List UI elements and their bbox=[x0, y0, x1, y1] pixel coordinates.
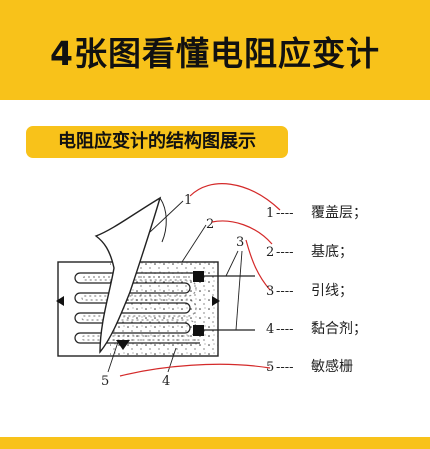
legend-label-5: 敏感栅 bbox=[311, 358, 353, 375]
section-badge: 电阻应变计的结构图展示 bbox=[26, 126, 288, 158]
legend-label-2: 基底； bbox=[311, 243, 353, 260]
legend-label-1: 覆盖层； bbox=[311, 205, 367, 221]
page-title: 4张图看懂电阻应变计 bbox=[50, 34, 380, 73]
lead-pad-top bbox=[193, 271, 204, 282]
lead-pad-bottom bbox=[193, 325, 204, 336]
legend-dashes-1: ---- bbox=[276, 206, 294, 221]
red-annotation-arcs bbox=[119, 183, 281, 377]
callout-3: 3 bbox=[236, 235, 244, 250]
callout-1: 1 bbox=[184, 193, 192, 208]
legend-dashes-5: ---- bbox=[276, 360, 294, 375]
header-banner: 4张图看懂电阻应变计 bbox=[0, 0, 430, 100]
callout-2: 2 bbox=[206, 217, 214, 232]
leader-lines bbox=[107, 200, 243, 373]
legend-number-3: 3 bbox=[266, 284, 274, 299]
legend: 1 ---- 覆盖层； 2 ---- 基底； 3 ---- 引线； 4 ----… bbox=[266, 205, 367, 375]
legend-number-5: 5 bbox=[266, 360, 274, 375]
section-label: 电阻应变计的结构图展示 bbox=[58, 131, 256, 152]
cover-layer-fold bbox=[159, 197, 167, 243]
cover-layer bbox=[94, 196, 162, 354]
alignment-marker-right bbox=[212, 296, 220, 306]
footer-bar bbox=[0, 437, 430, 449]
legend-number-1: 1 bbox=[266, 206, 274, 221]
callout-4: 4 bbox=[162, 374, 170, 389]
callout-5: 5 bbox=[101, 374, 109, 389]
legend-number-2: 2 bbox=[266, 245, 274, 260]
alignment-marker-left bbox=[56, 296, 64, 306]
alignment-marker-bottom bbox=[116, 340, 130, 350]
legend-dashes-4: ---- bbox=[276, 322, 294, 337]
legend-label-3: 引线； bbox=[311, 283, 353, 299]
legend-label-4: 黏合剂； bbox=[311, 321, 367, 337]
sensitive-grid bbox=[74, 272, 200, 344]
legend-number-4: 4 bbox=[266, 322, 274, 337]
legend-dashes-2: ---- bbox=[276, 245, 294, 260]
legend-dashes-3: ---- bbox=[276, 284, 294, 299]
